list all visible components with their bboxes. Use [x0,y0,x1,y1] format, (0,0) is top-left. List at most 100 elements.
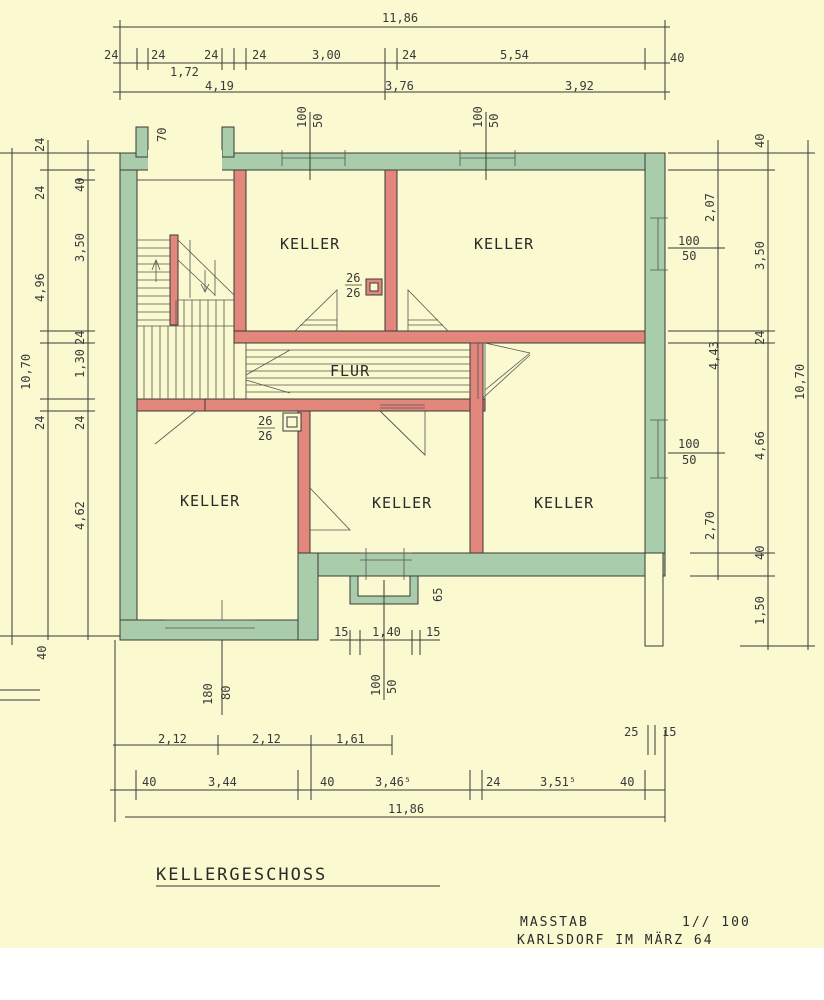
door-swings [154,289,531,531]
chimney-2 [282,412,302,432]
room-keller-top-left: KELLER [280,235,340,253]
dim-window-bottom1-b: 80 [219,686,233,700]
room-labels: KELLER KELLER FLUR KELLER KELLER KELLER [180,235,594,512]
outer-wall-bottom-right [297,552,666,577]
dim-top-24e: 24 [402,48,416,62]
outer-wall-right-return [644,552,664,647]
dim-right-total: 10,70 [793,364,807,400]
outer-wall-right [644,152,666,577]
dim-top-24d: 24 [252,48,266,62]
dim-window-bottom2-a: 100 [369,674,383,696]
dim-window-top1-a: 100 [295,106,309,128]
dim-top-300: 3,00 [312,48,341,62]
stair-landing-wall [136,398,206,412]
dim-window-right2-b: 50 [682,453,696,467]
outer-walls [119,126,666,647]
dim-lightwell-15b: 15 [426,625,440,639]
inner-wall-mid-vertical [384,169,398,333]
outer-wall-left [119,152,138,641]
dim-top-24a: 24 [104,48,118,62]
flur-floor [245,342,531,400]
dim-chimney1-a: 26 [346,271,360,285]
dim-right-40a: 40 [753,134,767,148]
dim-bottom-40c: 40 [620,775,634,789]
inner-wall-lower-mid [297,410,311,554]
inner-wall-stair-rail [169,234,179,326]
inner-wall-upper-horizontal [233,330,646,344]
dim-bottom-40b: 40 [320,775,334,789]
dim-top-554: 5,54 [500,48,529,62]
light-well [349,575,419,605]
dim-top-376: 3,76 [385,79,414,93]
dimension-lines [0,20,815,822]
entry-wall-right [221,126,235,158]
outer-wall-bottom-left [119,619,319,641]
dim-left-24d: 24 [73,331,87,345]
dim-window-bottom1-a: 180 [201,683,215,705]
dim-lightwell-140: 1,40 [372,625,401,639]
dim-chimney2-a: 26 [258,414,272,428]
dim-bottom-3515: 3,51⁵ [540,775,576,789]
dim-window-right1-a: 100 [678,234,700,248]
dim-bottom-25: 25 [624,725,638,739]
dim-left-40: 40 [73,178,87,192]
dim-left-bottom-40: 40 [35,646,49,660]
dim-left-130: 1,30 [73,349,87,378]
chimney-1 [365,278,383,296]
dim-right-443: 4,43 [707,341,721,370]
dim-right-207: 2,07 [703,193,717,222]
drawing-title: KELLERGESCHOSS [156,865,327,885]
dim-bottom-24: 24 [486,775,500,789]
dim-window-top1-b: 50 [311,114,325,128]
dim-bottom-212b: 2,12 [252,732,281,746]
dim-bottom-344: 3,44 [208,775,237,789]
dim-chimney1-b: 26 [346,286,360,300]
dim-right-270: 2,70 [703,511,717,540]
dim-bottom-15: 15 [662,725,676,739]
windows [165,150,668,629]
dim-window-top2-b: 50 [487,114,501,128]
dim-top-24b: 24 [151,48,165,62]
dim-top-24c: 24 [204,48,218,62]
floor-plan: 11,86 24 24 24 24 3,00 24 5,54 40 1,72 4… [0,11,815,948]
entry-wall-left [135,126,149,158]
inner-wall-lower-right [469,342,484,554]
dim-left-24e: 24 [73,416,87,430]
place-date: KARLSDORF IM MÄRZ 64 [517,932,714,948]
dim-lightwell-65: 65 [431,588,445,602]
dim-left-24b: 24 [33,186,47,200]
dim-left-496: 4,96 [33,273,47,302]
dim-right-466: 4,66 [753,431,767,460]
dim-left-total: 10,70 [19,354,33,390]
room-keller-bottom-mid: KELLER [372,494,432,512]
room-flur: FLUR [330,362,370,380]
dim-left-24c: 24 [33,416,47,430]
room-keller-bottom-right: KELLER [534,494,594,512]
outer-wall-step [297,552,319,641]
dim-chimney2-b: 26 [258,429,272,443]
dim-right-24: 24 [753,331,767,345]
dimension-labels: 11,86 24 24 24 24 3,00 24 5,54 40 1,72 4… [19,11,807,816]
dim-window-right2-a: 100 [678,437,700,451]
dim-top-392: 3,92 [565,79,594,93]
title-block: KELLERGESCHOSS MASSTAB 1// 100 KARLSDORF… [156,865,749,948]
room-keller-top-right: KELLER [474,235,534,253]
inner-wall-stair-right [233,169,247,341]
dim-right-40b: 40 [753,546,767,560]
dim-right-350: 3,50 [753,241,767,270]
dim-bottom-total: 11,86 [388,802,424,816]
dim-left-350: 3,50 [73,233,87,262]
dim-left-24a: 24 [33,138,47,152]
dim-entry-70: 70 [155,128,169,142]
room-keller-bottom-left: KELLER [180,492,240,510]
dim-top-419: 4,19 [205,79,234,93]
drawing-sheet: 11,86 24 24 24 24 3,00 24 5,54 40 1,72 4… [0,0,824,948]
dim-bottom-212a: 2,12 [158,732,187,746]
dim-lightwell-15a: 15 [334,625,348,639]
scale-label: MASSTAB [520,915,589,930]
dim-window-top2-a: 100 [471,106,485,128]
dim-bottom-161: 1,61 [336,732,365,746]
dim-top-40: 40 [670,51,684,65]
dim-left-462: 4,62 [73,501,87,530]
entry-gap [148,150,222,172]
